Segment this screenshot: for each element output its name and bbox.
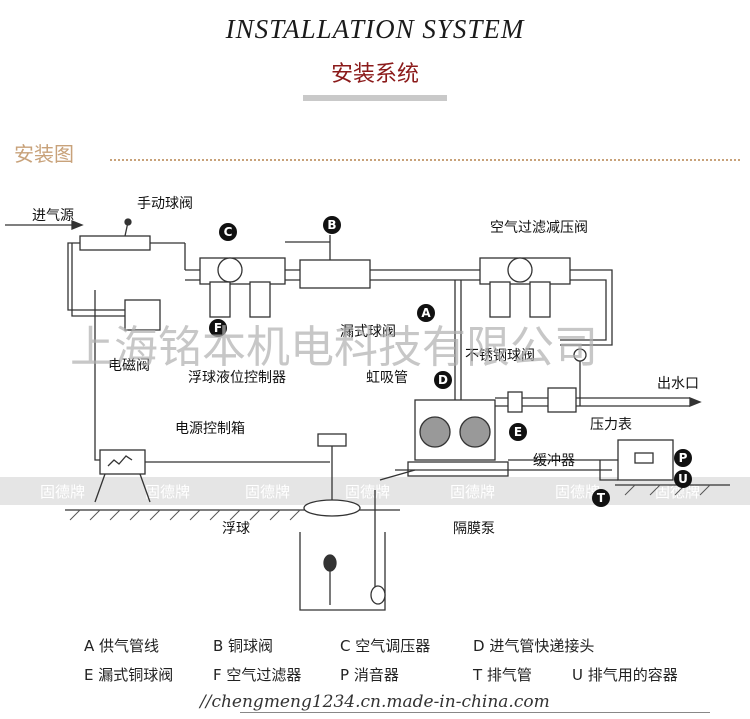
legend-item: T 排气管 [473,666,532,684]
section-title: 安装图 [14,142,74,166]
watermark-band-text: 固德牌 [40,483,85,501]
pressure-gauge [573,348,587,362]
power-control-box [99,449,146,475]
label-siphon: 虹吸管 [366,370,408,386]
legend-item: A 供气管线 [84,637,160,655]
leak-valve [299,259,371,289]
marker-e [509,423,527,441]
label-power-box: 电源控制箱 [175,421,245,437]
label-float-controller: 浮球液位控制器 [188,370,286,386]
marker-c-label: C [224,225,233,239]
manual-valve-body [79,235,151,251]
footer-url: //chengmeng1234.cn.made-in-china.com [200,692,550,712]
label-stainless-valve: 不锈钢球阀 [465,348,535,364]
marker-t [592,489,610,507]
legend-item: U 排气用的容器 [572,666,678,684]
marker-u [674,470,692,488]
label-outlet: 出水口 [657,376,699,392]
marker-f-label: F [214,321,222,335]
marker-c [219,223,237,241]
installation-diagram: 固德牌 固德牌 固德牌 固德牌 固德牌 固德牌 固德牌 [0,196,750,611]
label-solenoid-valve: 电磁阀 [108,358,150,374]
label-pump: 隔膜泵 [453,521,495,537]
watermark-band-text: 固德牌 [450,483,495,501]
marker-u-label: U [678,472,688,486]
footer-underline [240,712,710,713]
water-tank [299,532,386,611]
legend: A 供气管线 B 铜球阀 C 空气调压器 D 进气管快递接头 E 漏式铜球阀 F… [0,628,750,688]
marker-b [323,216,341,234]
legend-item: B 铜球阀 [213,637,274,655]
label-float-ball: 浮球 [222,521,250,537]
marker-a-label: A [421,306,431,320]
marker-e-label: E [514,425,522,439]
solenoid-valve [124,299,161,331]
title-underline [303,95,447,101]
watermark-company: 上海铭本机电科技有限公司 [70,322,598,373]
marker-t-label: T [597,491,606,505]
label-air-filter-regulator: 空气过滤减压阀 [490,220,588,236]
marker-b-label: B [327,218,336,232]
marker-d [434,371,452,389]
legend-item: F 空气过滤器 [213,666,302,684]
label-damper: 缓冲器 [533,453,575,469]
marker-a [417,304,435,322]
marker-d-label: D [438,373,448,387]
marker-p [674,449,692,467]
legend-item: C 空气调压器 [340,637,431,655]
section-divider [110,159,740,161]
watermark-band-text: 固德牌 [345,483,390,501]
label-manual-valve: 手动球阀 [137,196,193,212]
legend-item: P 消音器 [340,666,399,684]
watermark-band-text: 固德牌 [245,483,290,501]
label-inlet: 进气源 [32,208,74,224]
legend-item: D 进气管快递接头 [473,637,595,655]
watermark-band-text: 固德牌 [145,483,190,501]
legend-item: E 漏式铜球阀 [84,666,174,684]
marker-f [209,319,227,337]
watermark-band-text: 固德牌 [555,483,600,501]
title-chinese: 安装系统 [330,62,419,87]
title-english: INSTALLATION SYSTEM [225,14,525,44]
label-pressure-gauge: 压力表 [590,417,632,433]
marker-p-label: P [679,451,688,465]
label-leak-valve: 漏式球阀 [340,324,396,340]
